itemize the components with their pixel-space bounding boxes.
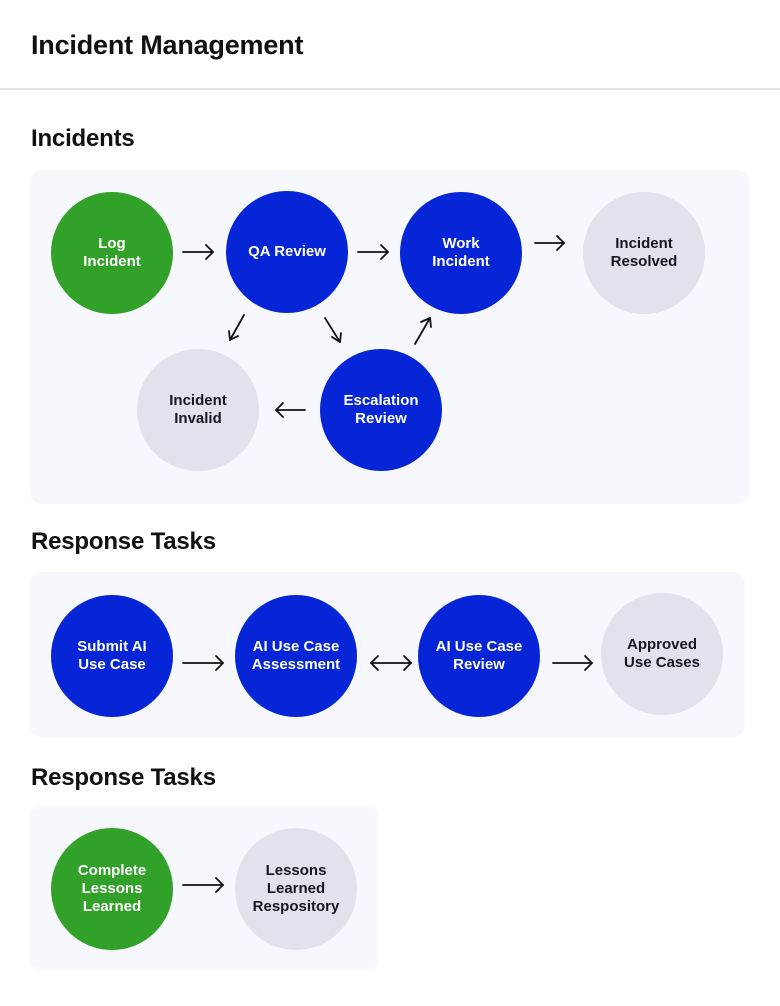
arrow-right-icon: [534, 235, 565, 251]
arrow-right-icon: [182, 244, 214, 260]
node-lessons-learned-repository[interactable]: Lessons Learned Respository: [235, 828, 357, 950]
node-label: Work Incident: [432, 235, 490, 270]
arrow-right-icon: [182, 655, 224, 671]
node-incident-invalid[interactable]: Incident Invalid: [137, 349, 259, 471]
node-label: AI Use Case Review: [435, 638, 523, 673]
arrow-left-icon: [275, 402, 306, 418]
node-qa-review[interactable]: QA Review: [226, 191, 348, 313]
node-label: Log Incident: [83, 235, 141, 270]
section-title-response-tasks: Response Tasks: [31, 528, 216, 555]
arrow-right-icon: [182, 877, 224, 893]
node-escalation-review[interactable]: Escalation Review: [320, 349, 442, 471]
node-label: Incident Invalid: [169, 392, 227, 427]
node-submit-ai-use-case[interactable]: Submit AI Use Case: [51, 595, 173, 717]
node-label: Submit AI Use Case: [77, 638, 147, 673]
section-title-incidents: Incidents: [31, 125, 135, 152]
arrow-up-right-icon: [414, 317, 432, 345]
node-log-incident[interactable]: Log Incident: [51, 192, 173, 314]
arrow-right-icon: [357, 244, 389, 260]
node-ai-use-case-review[interactable]: AI Use Case Review: [418, 595, 540, 717]
node-label: Complete Lessons Learned: [77, 862, 147, 915]
node-label: QA Review: [248, 243, 326, 260]
node-label: Escalation Review: [343, 392, 419, 427]
arrow-down-right-icon: [324, 317, 342, 343]
node-ai-use-case-assessment[interactable]: AI Use Case Assessment: [235, 595, 357, 717]
node-label: Lessons Learned Respository: [252, 862, 340, 915]
node-label: Incident Resolved: [610, 235, 678, 270]
arrow-down-left-icon: [228, 314, 245, 341]
node-label: Approved Use Cases: [624, 636, 700, 671]
page-header: Incident Management: [0, 0, 780, 90]
page-title: Incident Management: [31, 30, 304, 60]
node-approved-use-cases[interactable]: Approved Use Cases: [601, 593, 723, 715]
node-label: AI Use Case Assessment: [251, 638, 341, 673]
node-complete-lessons-learned[interactable]: Complete Lessons Learned: [51, 828, 173, 950]
node-work-incident[interactable]: Work Incident: [400, 192, 522, 314]
node-incident-resolved[interactable]: Incident Resolved: [583, 192, 705, 314]
section-title-response-tasks-2: Response Tasks: [31, 764, 216, 791]
arrow-bidirectional-icon: [370, 655, 412, 671]
arrow-right-icon: [552, 655, 593, 671]
